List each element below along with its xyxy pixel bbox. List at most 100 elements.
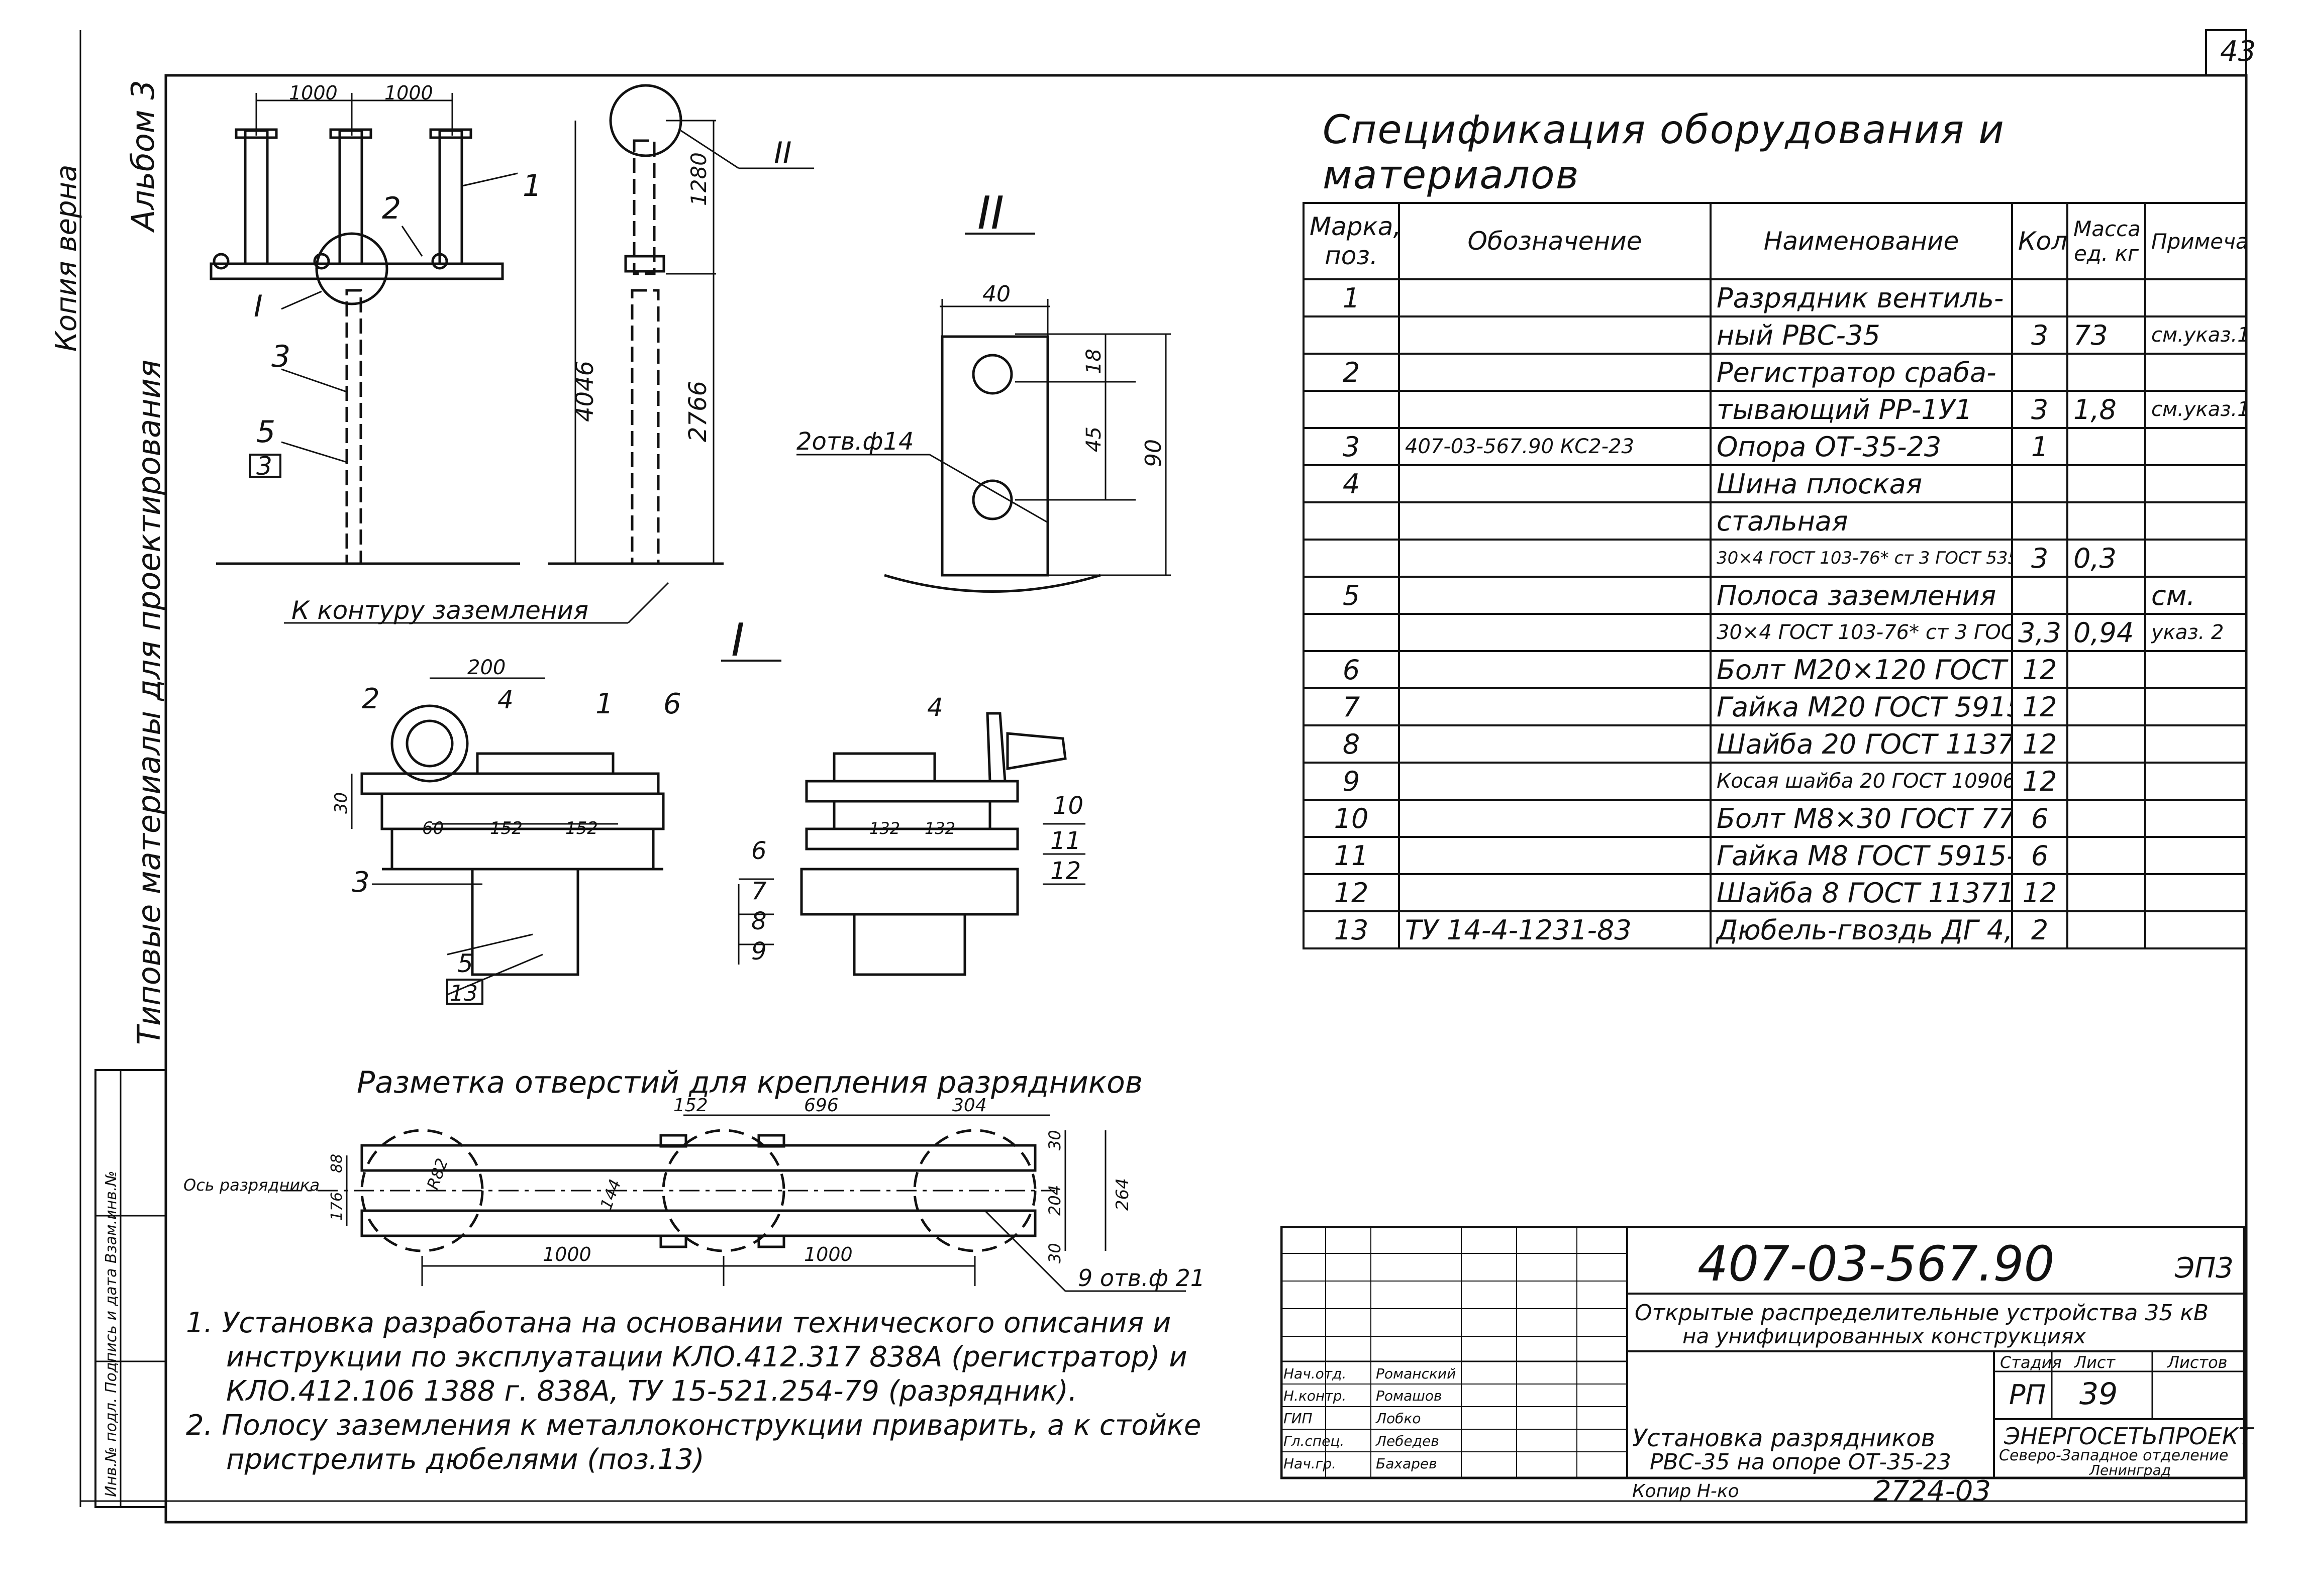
- spec-cell-name: ный РВС-35: [1710, 315, 2013, 355]
- role-1: Нач.отд.: [1283, 1365, 1347, 1382]
- spec-cell-pos: 2: [1303, 353, 1400, 392]
- spec-cell-mass: 0,94: [2066, 613, 2146, 652]
- spec-cell-pos: 3: [1303, 427, 1400, 466]
- detail-i-dim-152b: 152: [565, 818, 598, 838]
- spec-cell-note: [2144, 650, 2247, 689]
- side-dim-1280: 1280: [686, 152, 711, 206]
- side-elevation-view: [284, 84, 814, 624]
- spec-cell-qty: [2011, 501, 2068, 541]
- front-elevation-view: [210, 93, 520, 565]
- marking-dim-264: 264: [1113, 1178, 1133, 1211]
- title-block-grid: [1280, 1226, 2245, 1479]
- side-dim-4046: 4046: [571, 361, 599, 422]
- spec-cell-code: [1398, 576, 1712, 615]
- detail-side-view: [738, 712, 1085, 976]
- side-mark-6: 6: [751, 837, 767, 865]
- spec-cell-note: [2144, 724, 2247, 764]
- spec-cell-qty: 12: [2011, 873, 2068, 912]
- side-dim-132b: 132: [925, 819, 955, 838]
- side-mark-9: 9: [751, 937, 767, 966]
- spec-cell-note: [2144, 278, 2247, 317]
- page-number-box: [2205, 29, 2247, 76]
- spec-cell-name: Дюбель-гвоздь ДГ 4,5×40: [1710, 910, 2013, 949]
- spec-cell-name: 30×4 ГОСТ 103-76* ст 3 ГОСТ 535-79: [1710, 613, 2013, 652]
- stage-value: РП: [2009, 1379, 2046, 1411]
- role-5: Нач.гр.: [1283, 1455, 1337, 1472]
- spec-cell-pos: 12: [1303, 873, 1400, 912]
- spec-cell-qty: 12: [2011, 762, 2068, 801]
- detail-i-dim-152a: 152: [490, 818, 523, 838]
- spec-cell-code: [1398, 762, 1712, 801]
- spec-cell-code: [1398, 836, 1712, 875]
- marking-dim-1000b: 1000: [804, 1243, 853, 1265]
- spec-cell-note: указ. 2: [2144, 613, 2247, 652]
- detail-i-title: I: [731, 614, 745, 667]
- spec-cell-mass: [2066, 501, 2146, 541]
- marking-dim-152: 152: [673, 1095, 708, 1116]
- spec-cell-qty: [2011, 353, 2068, 392]
- axis-label: Ось разрядника: [183, 1176, 320, 1195]
- spec-cell-qty: 12: [2011, 724, 2068, 764]
- spec-cell-code: [1398, 650, 1712, 689]
- marking-dim-30a: 30: [1045, 1130, 1064, 1150]
- spec-cell-note: [2144, 910, 2247, 949]
- spec-cell-name: тывающий РР-1У1: [1710, 390, 2013, 429]
- spec-cell-note: [2144, 836, 2247, 875]
- spec-cell-mass: [2066, 762, 2146, 801]
- detail-ii-view: [796, 233, 1171, 593]
- col-name: Наименование: [1710, 202, 2013, 280]
- copy-label: Копия верна: [50, 164, 83, 352]
- spec-cell-pos: 4: [1303, 464, 1400, 503]
- detail-i-view: [351, 660, 781, 1005]
- marking-title: Разметка отверстий для крепления разрядн…: [357, 1065, 1143, 1100]
- side-mark-10: 10: [1053, 792, 1083, 820]
- doc-code: 407-03-567.90: [1697, 1236, 2055, 1292]
- spec-cell-name: Шина плоская: [1710, 464, 2013, 503]
- spec-cell-name: Гайка М20 ГОСТ 5915-70*: [1710, 687, 2013, 726]
- elev-dim-2: 1000: [384, 82, 433, 104]
- spec-cell-pos: [1303, 613, 1400, 652]
- detail-ii-dim-45: 45: [1082, 427, 1106, 452]
- elev-mark-3b: 3: [256, 452, 272, 481]
- spec-cell-code: [1398, 390, 1712, 429]
- spec-cell-mass: [2066, 353, 2146, 392]
- detail-i-mark-5: 5: [457, 949, 473, 978]
- elev-dim-1: 1000: [289, 82, 338, 104]
- spec-cell-pos: [1303, 315, 1400, 355]
- sheet-value: 39: [2079, 1376, 2118, 1412]
- spec-cell-note: см.указ.1: [2144, 390, 2247, 429]
- detail-ii-title: II: [977, 187, 1004, 240]
- org-city: Ленинград: [2089, 1462, 2171, 1478]
- marking-dim-88: 88: [328, 1154, 346, 1173]
- spec-cell-pos: 5: [1303, 576, 1400, 615]
- spec-cell-qty: [2011, 278, 2068, 317]
- detail-i-dim-60: 60: [422, 818, 444, 838]
- elev-mark-2: 2: [382, 191, 401, 226]
- marking-inner-144: 144: [596, 1177, 625, 1212]
- spec-cell-pos: [1303, 539, 1400, 578]
- spec-title: Спецификация оборудования и материалов: [1323, 108, 2005, 198]
- spec-cell-note: [2144, 427, 2247, 466]
- spec-cell-code: [1398, 613, 1712, 652]
- spec-header-row: Марка, поз. Обозначение Наименование Кол…: [1303, 202, 2247, 280]
- ground-label: К контуру заземления: [291, 596, 588, 625]
- marking-dim-1000a: 1000: [543, 1243, 591, 1265]
- spec-cell-mass: 1,8: [2066, 390, 2146, 429]
- project-title-2: на унифицированных конструкциях: [1682, 1324, 2086, 1348]
- elev-mark-3: 3: [271, 339, 290, 374]
- spec-cell-qty: 6: [2011, 836, 2068, 875]
- marking-dim-204: 204: [1045, 1185, 1064, 1216]
- spec-cell-code: [1398, 539, 1712, 578]
- spec-cell-code: ТУ 14-4-1231-83: [1398, 910, 1712, 949]
- org-branch: Северо-Западное отделение: [1999, 1447, 2229, 1464]
- spec-cell-qty: 3,3: [2011, 613, 2068, 652]
- detail-ii-dim-18: 18: [1082, 349, 1106, 374]
- spec-cell-mass: [2066, 278, 2146, 317]
- name-4: Лебедев: [1376, 1433, 1439, 1449]
- spec-row: 30×4 ГОСТ 103-76* ст 3 ГОСТ 535-793,30,9…: [1303, 613, 2247, 652]
